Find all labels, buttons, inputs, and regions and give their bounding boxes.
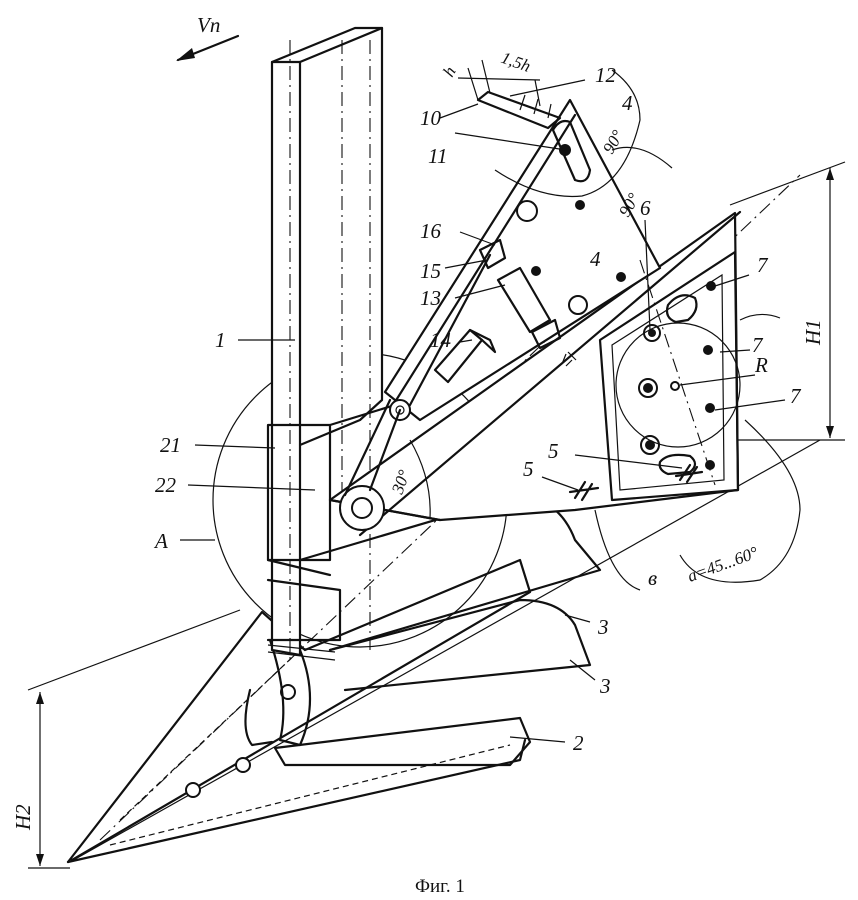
label-7a: 7 <box>757 253 769 277</box>
label-h1: H1 <box>801 319 825 346</box>
part-labels: 1 2 3 3 4 4 5 5 6 7 7 7 10 11 12 13 14 1… <box>11 63 825 831</box>
dim-1-5h: 1,5h <box>499 48 533 76</box>
velocity-arrow: Vn <box>176 13 240 62</box>
label-15: 15 <box>420 259 441 283</box>
label-r: R <box>754 353 768 377</box>
label-11: 11 <box>428 144 447 168</box>
label-7b: 7 <box>752 333 764 357</box>
label-2: 2 <box>573 731 584 755</box>
label-b: в <box>648 566 657 590</box>
pivot <box>339 398 402 531</box>
label-5b: 5 <box>548 439 559 463</box>
blade-attachment <box>457 59 562 130</box>
dimension-h2 <box>27 609 241 869</box>
velocity-label: Vn <box>197 13 220 37</box>
label-12: 12 <box>595 63 617 87</box>
label-a: A <box>153 529 168 553</box>
weld-marks <box>568 463 704 502</box>
angle-alpha: a=45...60° <box>685 543 761 586</box>
triangular-plate <box>383 98 662 422</box>
label-10: 10 <box>420 106 442 130</box>
adjustment-screw <box>408 238 577 407</box>
label-h2: H2 <box>11 804 35 831</box>
label-3a: 3 <box>597 615 609 639</box>
label-4a: 4 <box>622 91 633 115</box>
main-beam <box>328 210 742 537</box>
label-4b: 4 <box>590 247 601 271</box>
angle-90-top: 90° <box>599 127 627 157</box>
leader-lines <box>180 79 786 743</box>
label-14: 14 <box>430 328 452 352</box>
label-21: 21 <box>160 433 181 457</box>
label-3b: 3 <box>599 674 611 698</box>
dim-h: h <box>439 63 460 80</box>
label-16: 16 <box>420 219 442 243</box>
label-13: 13 <box>420 286 441 310</box>
label-5a: 5 <box>523 457 534 481</box>
vertical-post <box>266 26 402 661</box>
figure-caption: Фиг. 1 <box>415 876 465 897</box>
angle-arcs <box>409 69 801 591</box>
label-7c: 7 <box>790 384 802 408</box>
label-1: 1 <box>215 328 226 352</box>
dimension-h1 <box>729 161 846 441</box>
label-22: 22 <box>155 473 177 497</box>
label-6: 6 <box>640 196 651 220</box>
mount-plate <box>598 250 741 502</box>
